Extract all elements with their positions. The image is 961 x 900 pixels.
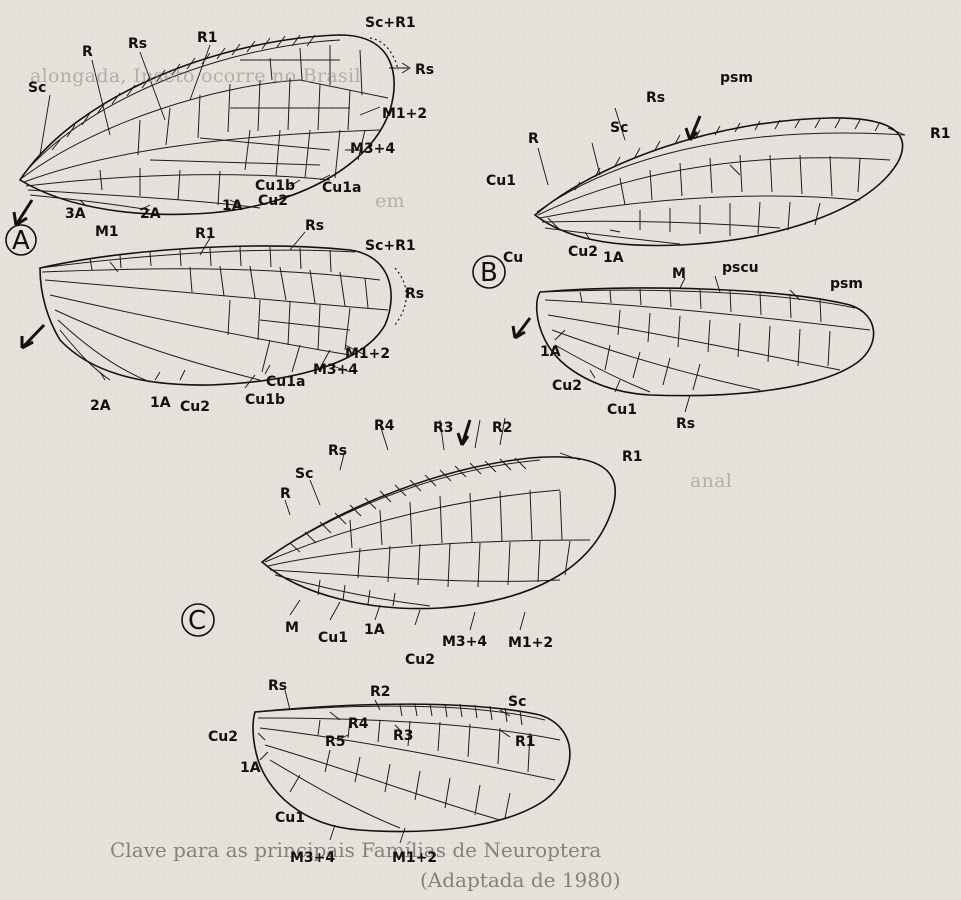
label-r3: R3 bbox=[433, 420, 454, 436]
label-r4: R4 bbox=[348, 716, 369, 732]
label-m1-2: M1+2 bbox=[382, 106, 427, 122]
label-cu: Cu bbox=[503, 250, 523, 266]
label-3a: 3A bbox=[65, 206, 86, 222]
label-m1-2: M1+2 bbox=[508, 635, 553, 651]
label-1a: 1A bbox=[150, 395, 171, 411]
label-cu1: Cu1 bbox=[318, 630, 348, 646]
figure-a-hindwing-labels: M1 R1 Rs Sc+R1 Rs M1+2 M3+4 Cu1a Cu1b Cu… bbox=[90, 218, 424, 415]
label-2a: 2A bbox=[140, 206, 161, 222]
label-cu1: Cu1 bbox=[275, 810, 305, 826]
label-1a: 1A bbox=[540, 344, 561, 360]
label-psm: psm bbox=[830, 276, 863, 292]
label-r: R bbox=[82, 44, 93, 60]
label-r5: R5 bbox=[325, 734, 346, 750]
label-rs: Rs bbox=[268, 678, 287, 694]
figure-b-forewing-labels: R Sc Rs psm R1 Cu1 Cu Cu2 1A bbox=[486, 70, 951, 266]
label-sc-r1: Sc+R1 bbox=[365, 15, 416, 31]
label-2a: 2A bbox=[90, 398, 111, 414]
label-pscu: pscu bbox=[722, 260, 759, 276]
label-r4: R4 bbox=[374, 418, 395, 434]
label-cu2: Cu2 bbox=[552, 378, 582, 394]
label-m1: M1 bbox=[95, 224, 119, 240]
label-m1-2: M1+2 bbox=[345, 346, 390, 362]
figure-c-hindwing-labels: Rs R2 Sc R1 R4 R5 R3 Cu2 1A Cu1 M3+4 M1+… bbox=[208, 678, 536, 866]
panel-label-b: B bbox=[473, 256, 505, 288]
label-1a: 1A bbox=[364, 622, 385, 638]
label-r1: R1 bbox=[515, 734, 536, 750]
label-r3: R3 bbox=[393, 728, 414, 744]
label-cu2: Cu2 bbox=[258, 193, 288, 209]
label-cu1: Cu1 bbox=[607, 402, 637, 418]
label-cu2: Cu2 bbox=[180, 399, 210, 415]
label-1a: 1A bbox=[222, 198, 243, 214]
label-m3-4: M3+4 bbox=[290, 850, 335, 866]
figure-c-forewing-labels: Sc Rs R4 R3 R2 R1 R M Cu1 1A Cu2 M3+4 M1… bbox=[280, 418, 643, 668]
label-psm: psm bbox=[720, 70, 753, 86]
label-m1-2: M1+2 bbox=[392, 850, 437, 866]
label-cu1b: Cu1b bbox=[255, 178, 295, 194]
svg-text:C: C bbox=[188, 606, 206, 636]
label-m3-4: M3+4 bbox=[313, 362, 358, 378]
label-rs-2: Rs bbox=[405, 286, 424, 302]
label-sc: Sc bbox=[295, 466, 313, 482]
label-sc: Sc bbox=[508, 694, 526, 710]
label-r1: R1 bbox=[622, 449, 643, 465]
label-rs: Rs bbox=[328, 443, 347, 459]
label-m3-4: M3+4 bbox=[442, 634, 487, 650]
label-m3-4: M3+4 bbox=[350, 141, 395, 157]
label-r: R bbox=[528, 131, 539, 147]
label-sc-r1: Sc+R1 bbox=[365, 238, 416, 254]
figure-a-forewing-labels: R1 Rs R Sc Sc+R1 Rs M1+2 M3+4 Cu1a Cu1b … bbox=[28, 15, 434, 222]
label-cu2: Cu2 bbox=[208, 729, 238, 745]
label-rs-2: Rs bbox=[415, 62, 434, 78]
label-r1: R1 bbox=[195, 226, 216, 242]
label-rs: Rs bbox=[128, 36, 147, 52]
label-cu2: Cu2 bbox=[568, 244, 598, 260]
label-r2: R2 bbox=[370, 684, 391, 700]
label-cu1a: Cu1a bbox=[266, 374, 305, 390]
panel-label-a: A bbox=[6, 225, 36, 256]
svg-text:B: B bbox=[480, 258, 498, 288]
label-r2: R2 bbox=[492, 420, 513, 436]
panel-label-c: C bbox=[182, 604, 214, 636]
label-1a: 1A bbox=[240, 760, 261, 776]
svg-text:A: A bbox=[12, 226, 30, 256]
label-sc: Sc bbox=[28, 80, 46, 96]
label-rs: Rs bbox=[646, 90, 665, 106]
figure-b-hindwing-labels: M pscu psm 1A Cu2 Cu1 Rs bbox=[540, 260, 863, 432]
label-r1: R1 bbox=[930, 126, 951, 142]
label-r: R bbox=[280, 486, 291, 502]
label-cu1: Cu1 bbox=[486, 173, 516, 189]
label-rs: Rs bbox=[676, 416, 695, 432]
label-1a: 1A bbox=[603, 250, 624, 266]
label-cu2: Cu2 bbox=[405, 652, 435, 668]
label-cu1a: Cu1a bbox=[322, 180, 361, 196]
label-rs: Rs bbox=[305, 218, 324, 234]
label-m: M bbox=[285, 620, 299, 636]
label-r1: R1 bbox=[197, 30, 218, 46]
label-sc: Sc bbox=[610, 120, 628, 136]
label-cu1b: Cu1b bbox=[245, 392, 285, 408]
label-m: M bbox=[672, 266, 686, 282]
